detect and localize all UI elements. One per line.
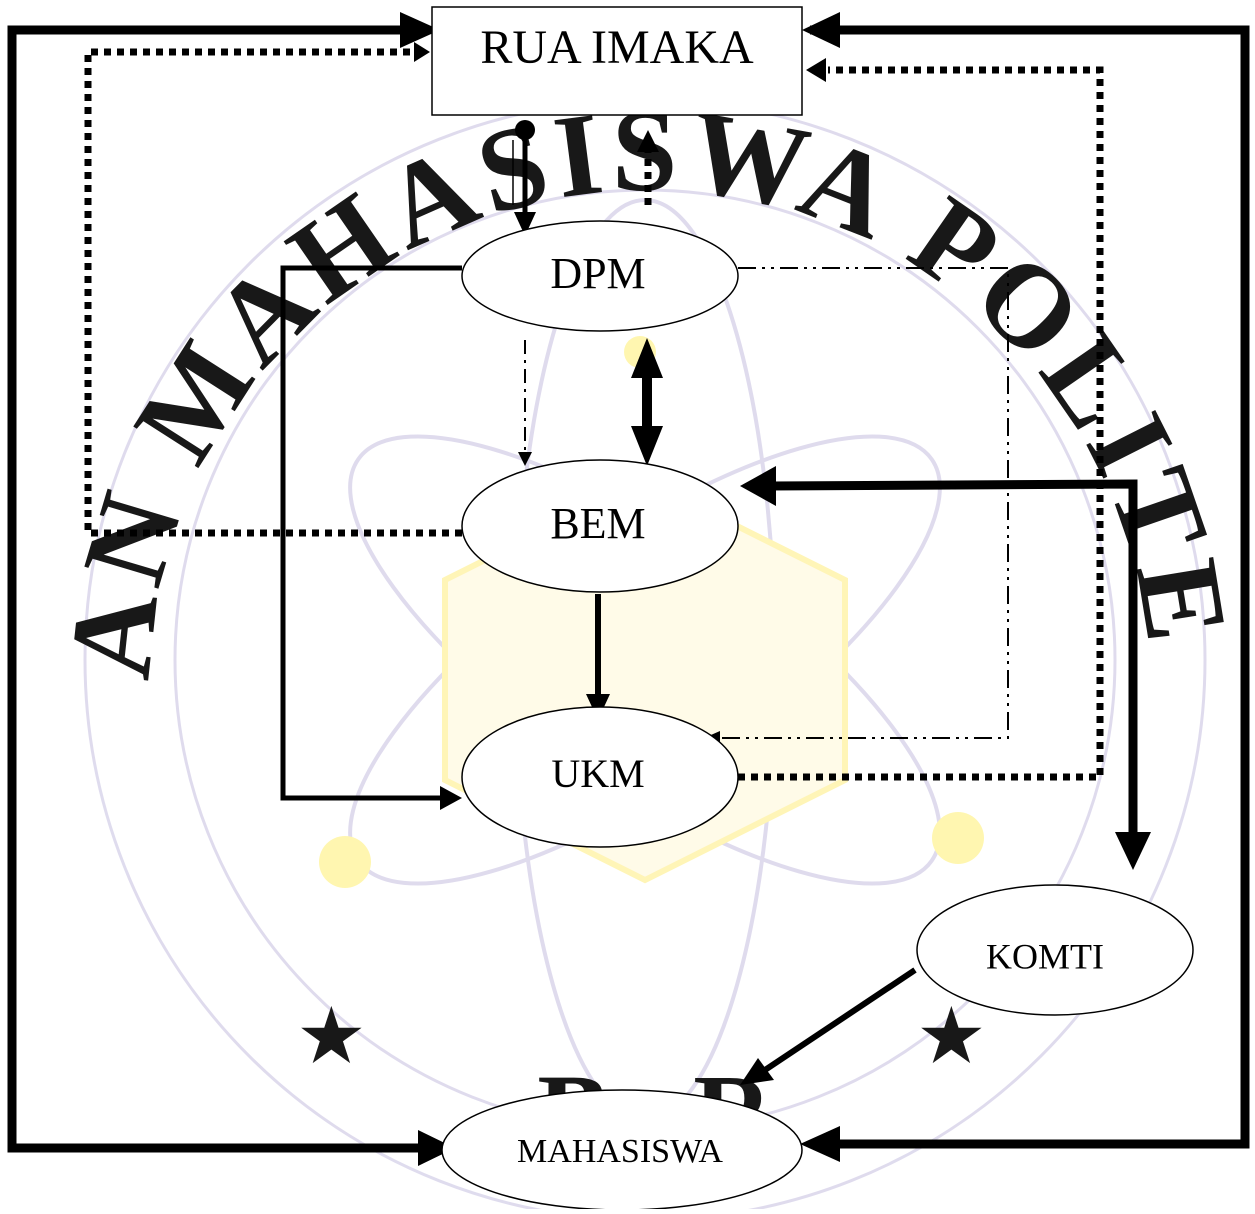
node-rua-imaka-label: RUA IMAKA [480,21,754,74]
node-mahasiswa-label: MAHASISWA [517,1133,723,1170]
node-bem: BEM [461,459,739,593]
arrowhead-rua-right [802,12,840,48]
arrowhead-dpm-top [514,212,536,236]
arrowhead-dotted-right [806,58,826,82]
dotted-connectors [84,48,1104,781]
solid-connectors [280,120,1151,1085]
node-komti: KOMTI [916,884,1194,1016]
arrowhead-dotted-left [414,42,430,62]
edge-bem-komti [769,479,1138,840]
node-komti-label: KOMTI [986,936,1104,976]
edge-dpm-to-ukm [280,265,462,801]
arrowhead-rua-left [400,12,440,48]
edge-ukm-to-rua-dotted [738,66,1104,781]
arrowhead-mahasiswa-left [418,1130,455,1166]
watermark-star-right: ★ [920,999,983,1076]
edge-bem-to-rua-dotted [84,48,462,537]
edge-komti-to-mahasiswa [763,967,917,1073]
node-ukm-label: UKM [551,751,644,796]
node-ukm: UKM [461,706,739,848]
arrowhead-dotted-up [637,130,659,152]
node-dpm-label: DPM [550,249,645,298]
edge-left-loop [7,25,430,1153]
edge-right-loop [810,25,1250,1149]
dashdot-connectors [524,267,1009,739]
edge-dpm-to-ukm-dashdot [718,267,1009,739]
node-bem-label: BEM [550,499,645,548]
node-dpm: DPM [461,220,739,332]
outer-connectors [7,12,1250,1166]
arrowhead-mahasiswa-right [800,1126,840,1162]
arrowhead-dashdot-bem [518,452,532,466]
node-rua-imaka: RUA IMAKA [431,6,803,116]
node-mahasiswa: MAHASISWA [441,1089,803,1211]
watermark-star-left: ★ [300,999,363,1076]
